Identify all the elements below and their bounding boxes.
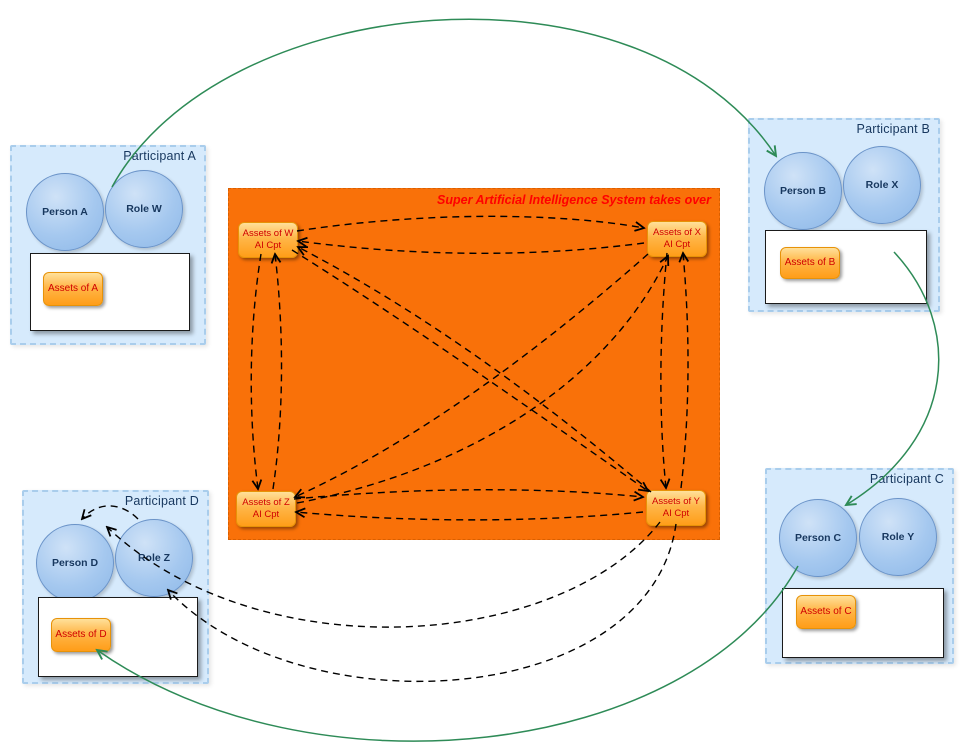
assets-y-ai-node: Assets of Y AI Cpt bbox=[646, 490, 706, 526]
person-b-label: Person B bbox=[779, 185, 827, 197]
assets-d-chip: Assets of D bbox=[51, 618, 111, 652]
role-x-node: Role X bbox=[843, 146, 921, 224]
ai-system-title: Super Artificial Intelligence System tak… bbox=[437, 193, 711, 207]
assets-z-sub: AI Cpt bbox=[252, 509, 280, 520]
person-d-label: Person D bbox=[51, 557, 99, 569]
assets-d-panel: Assets of D bbox=[38, 597, 198, 677]
assets-b-label: Assets of B bbox=[784, 256, 836, 268]
assets-x-sub: AI Cpt bbox=[663, 239, 691, 250]
participant-b-group: Participant B Person B Role X Assets of … bbox=[748, 118, 940, 312]
ai-system-box: Super Artificial Intelligence System tak… bbox=[228, 188, 720, 540]
assets-x-label: Assets of X bbox=[652, 227, 702, 239]
assets-z-label: Assets of Z bbox=[242, 497, 290, 509]
role-y-label: Role Y bbox=[881, 531, 915, 543]
participant-c-title: Participant C bbox=[869, 472, 944, 486]
assets-a-panel: Assets of A bbox=[30, 253, 190, 331]
person-a-node: Person A bbox=[26, 173, 104, 251]
person-c-label: Person C bbox=[794, 532, 842, 544]
role-w-label: Role W bbox=[126, 203, 162, 215]
participant-a-group: Participant A Person A Role W Assets of … bbox=[10, 145, 206, 345]
link-a-to-b bbox=[111, 18, 776, 188]
person-b-node: Person B bbox=[764, 152, 842, 230]
assets-b-chip: Assets of B bbox=[780, 247, 840, 279]
assets-c-panel: Assets of C bbox=[782, 588, 944, 658]
assets-x-ai-node: Assets of X AI Cpt bbox=[647, 221, 707, 257]
assets-w-ai-node: Assets of W AI Cpt bbox=[238, 222, 298, 258]
assets-c-label: Assets of C bbox=[800, 605, 852, 617]
assets-c-chip: Assets of C bbox=[796, 595, 856, 629]
person-a-label: Person A bbox=[42, 206, 88, 218]
participant-d-title: Participant D bbox=[124, 494, 199, 508]
link-system-to-role-z bbox=[168, 523, 677, 683]
role-x-label: Role X bbox=[865, 179, 899, 191]
assets-y-sub: AI Cpt bbox=[662, 508, 690, 519]
assets-d-label: Assets of D bbox=[55, 628, 107, 640]
role-z-node: Role Z bbox=[115, 519, 193, 597]
participant-c-group: Participant C Person C Role Y Assets of … bbox=[765, 468, 954, 664]
assets-y-label: Assets of Y bbox=[652, 496, 700, 508]
participant-a-title: Participant A bbox=[123, 149, 196, 163]
person-c-node: Person C bbox=[779, 499, 857, 577]
assets-a-label: Assets of A bbox=[47, 282, 99, 294]
role-w-node: Role W bbox=[105, 170, 183, 248]
role-z-label: Role Z bbox=[137, 552, 171, 564]
assets-z-ai-node: Assets of Z AI Cpt bbox=[236, 491, 296, 527]
assets-w-sub: AI Cpt bbox=[254, 240, 282, 251]
role-y-node: Role Y bbox=[859, 498, 937, 576]
assets-w-label: Assets of W bbox=[242, 228, 294, 240]
participant-d-group: Participant D Person D Role Z Assets of … bbox=[22, 490, 209, 684]
person-d-node: Person D bbox=[36, 524, 114, 602]
participant-b-title: Participant B bbox=[856, 122, 930, 136]
assets-a-chip: Assets of A bbox=[43, 272, 103, 306]
assets-b-panel: Assets of B bbox=[765, 230, 927, 304]
